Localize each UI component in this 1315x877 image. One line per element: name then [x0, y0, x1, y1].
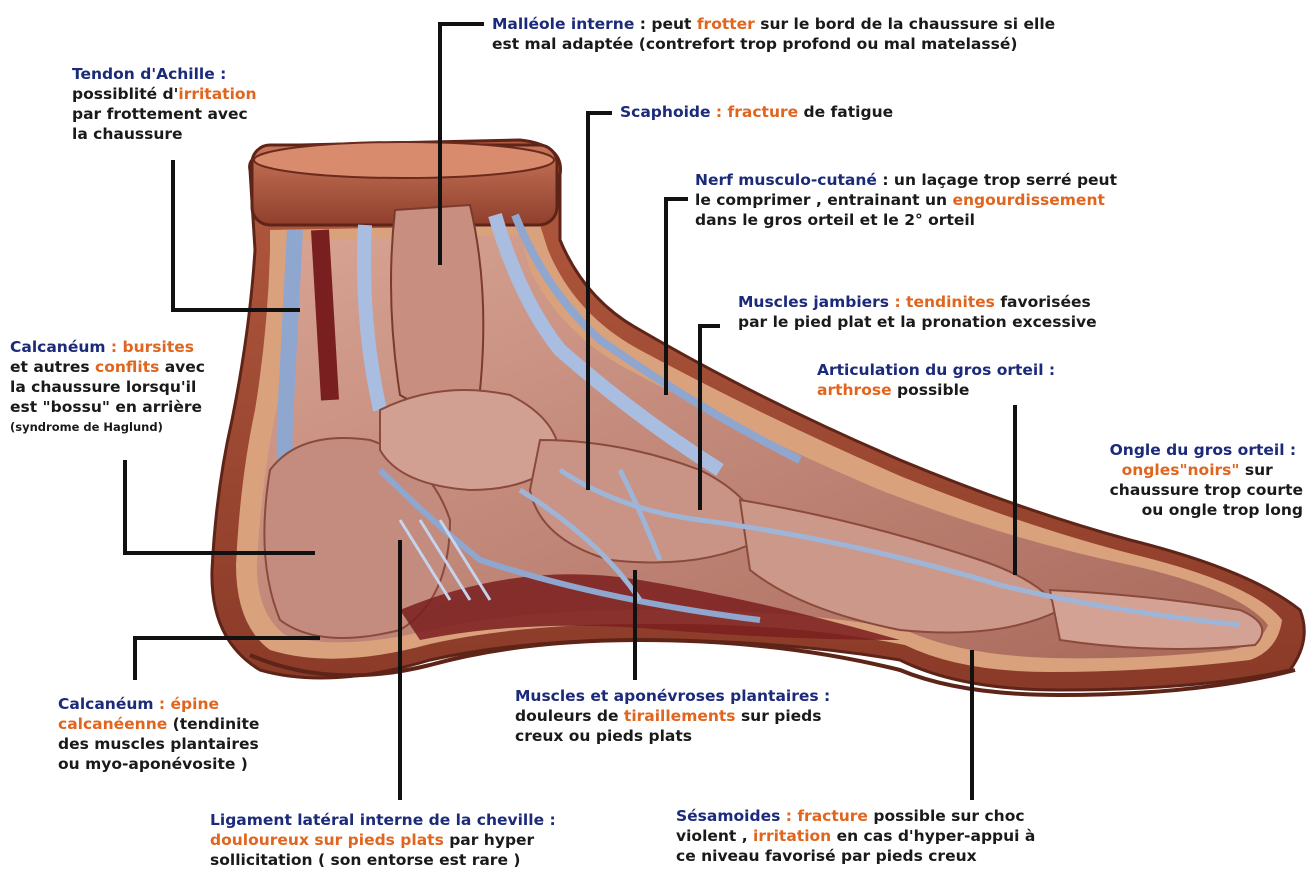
- label-malleole: Malléole interne : peut frotter sur le b…: [492, 14, 1055, 54]
- achille-l3: par frottement avec: [72, 104, 257, 124]
- label-achille: Tendon d'Achille : possiblité d'irritati…: [72, 64, 257, 144]
- label-articulation: Articulation du gros orteil : arthrose p…: [817, 360, 1055, 400]
- calcaneum-haut-sep: :: [106, 338, 123, 356]
- scaphoide-title: Scaphoide: [620, 103, 711, 121]
- achille-title: Tendon d'Achille :: [72, 64, 257, 84]
- ligament-highlight: douloureux sur pieds plats: [210, 831, 444, 849]
- articulation-rest: possible: [892, 381, 970, 399]
- ligament-l2: par hyper: [444, 831, 534, 849]
- tibia-bone: [391, 205, 483, 406]
- malleole-highlight: frotter: [697, 15, 755, 33]
- calcaneum-haut-title: Calcanéum: [10, 338, 106, 356]
- label-calcaneum-bas: Calcanéum : épine calcanéenne (tendinite…: [58, 694, 259, 774]
- label-calcaneum-haut: Calcanéum : bursites et autres conflits …: [10, 337, 205, 437]
- jambiers-l2: par le pied plat et la pronation excessi…: [738, 312, 1097, 332]
- ligament-title: Ligament latéral interne de la cheville …: [210, 810, 556, 830]
- calcaneum-haut-l3: la chaussure lorsqu'il: [10, 377, 205, 397]
- nerf-l1: : un laçage trop serré peut: [877, 171, 1117, 189]
- malleole-l2: est mal adaptée (contrefort trop profond…: [492, 34, 1055, 54]
- jambiers-sep: :: [889, 293, 906, 311]
- articulation-title: Articulation du gros orteil :: [817, 360, 1055, 380]
- ligament-l3: sollicitation ( son entorse est rare ): [210, 850, 556, 870]
- calcaneum-bas-hl1: épine: [171, 695, 219, 713]
- calcaneum-haut-hl2: conflits: [95, 358, 159, 376]
- jambiers-title: Muscles jambiers: [738, 293, 889, 311]
- plantaires-l3: creux ou pieds plats: [515, 726, 830, 746]
- nerf-l2a: le comprimer , entrainant un: [695, 191, 952, 209]
- calcaneum-bas-l3: des muscles plantaires: [58, 734, 259, 754]
- malleole-l1b: sur le bord de la chaussure si elle: [755, 15, 1055, 33]
- sesamoides-hl1: fracture: [797, 807, 868, 825]
- nerf-highlight: engourdissement: [952, 191, 1104, 209]
- label-ligament: Ligament latéral interne de la cheville …: [210, 810, 556, 870]
- label-sesamoides: Sésamoides : fracture possible sur choc …: [676, 806, 1035, 866]
- calcaneum-haut-l4: est "bossu" en arrière: [10, 397, 205, 417]
- calcaneum-haut-l2a: et autres: [10, 358, 95, 376]
- label-ongle: Ongle du gros orteil : ongles"noirs" sur…: [1110, 440, 1303, 520]
- ongle-l2: sur: [1239, 461, 1272, 479]
- nerf-l3: dans le gros orteil et le 2° orteil: [695, 210, 1117, 230]
- nerf-title: Nerf musculo-cutané: [695, 171, 877, 189]
- calcaneum-bas-title: Calcanéum: [58, 695, 154, 713]
- label-plantaires: Muscles et aponévroses plantaires : doul…: [515, 686, 830, 746]
- ongle-title: Ongle du gros orteil :: [1110, 440, 1303, 460]
- sesamoides-l2a: violent ,: [676, 827, 753, 845]
- calcaneum-haut-hl: bursites: [123, 338, 194, 356]
- achille-l2a: possiblité d': [72, 85, 178, 103]
- jambiers-highlight: tendinites: [906, 293, 995, 311]
- ongle-l4: ou ongle trop long: [1110, 500, 1303, 520]
- calcaneum-haut-l5: (syndrome de Haglund): [10, 417, 205, 437]
- calcaneum-bas-sep: :: [154, 695, 171, 713]
- plantaires-l2b: sur pieds: [736, 707, 822, 725]
- label-jambiers: Muscles jambiers : tendinites favorisées…: [738, 292, 1097, 332]
- scaphoide-sep: :: [711, 103, 728, 121]
- calcaneum-haut-l2b: avec: [159, 358, 205, 376]
- sesamoides-l3: ce niveau favorisé par pieds creux: [676, 846, 1035, 866]
- sesamoides-l2b: en cas d'hyper-appui à: [831, 827, 1035, 845]
- achilles-muscle: [320, 230, 330, 400]
- plantaires-highlight: tiraillements: [624, 707, 736, 725]
- label-scaphoide: Scaphoide : fracture de fatigue: [620, 102, 893, 122]
- calcaneum-bas-l4: ou myo-aponévosite ): [58, 754, 259, 774]
- achille-l4: la chaussure: [72, 124, 257, 144]
- ongle-l3: chaussure trop courte: [1110, 480, 1303, 500]
- label-nerf: Nerf musculo-cutané : un laçage trop ser…: [695, 170, 1117, 230]
- sesamoides-title: Sésamoides: [676, 807, 780, 825]
- jambiers-l1: favorisées: [995, 293, 1091, 311]
- ongle-highlight: ongles"noirs": [1122, 461, 1240, 479]
- plantaires-l2a: douleurs de: [515, 707, 624, 725]
- sesamoides-hl2: irritation: [753, 827, 831, 845]
- scaphoide-highlight: fracture: [728, 103, 799, 121]
- malleole-l1a: : peut: [634, 15, 696, 33]
- malleole-title: Malléole interne: [492, 15, 634, 33]
- ankle-cuff-top: [254, 142, 554, 178]
- calcaneum-bas-hl2: calcanéenne: [58, 715, 167, 733]
- calcaneum-bas-l2: (tendinite: [167, 715, 259, 733]
- achille-highlight: irritation: [178, 85, 256, 103]
- sesamoides-sep: :: [780, 807, 797, 825]
- plantaires-title: Muscles et aponévroses plantaires :: [515, 686, 830, 706]
- articulation-highlight: arthrose: [817, 381, 892, 399]
- scaphoide-rest: de fatigue: [798, 103, 893, 121]
- sesamoides-l1: possible sur choc: [868, 807, 1025, 825]
